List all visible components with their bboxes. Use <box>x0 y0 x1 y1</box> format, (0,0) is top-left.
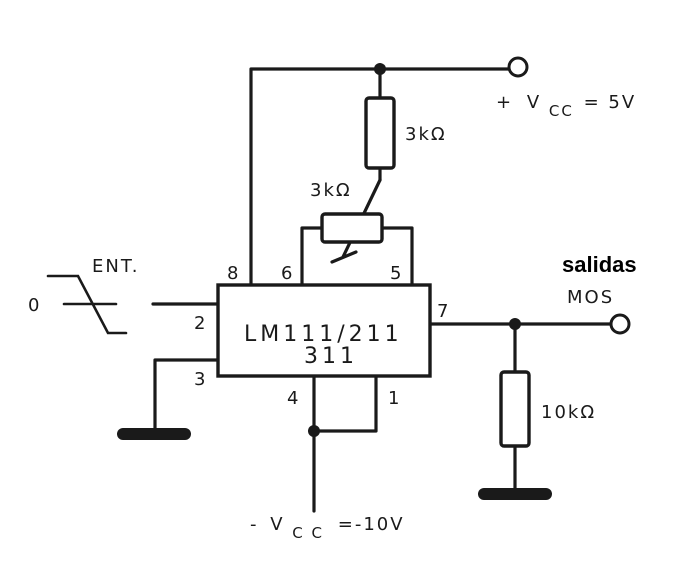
vcc-negative-sign: - <box>250 514 259 535</box>
output-heading-salidas: salidas <box>562 252 637 277</box>
junction-top <box>374 63 386 75</box>
vcc-positive-sub: CC <box>549 102 574 120</box>
input-label-ent: ENT. <box>92 256 139 277</box>
wire-pin1-loop <box>312 374 378 433</box>
pin-label-7: 7 <box>437 301 448 322</box>
potentiometer-value: 3kΩ <box>310 180 352 201</box>
terminal-output-mos <box>609 313 631 335</box>
vcc-positive-sign: + <box>496 92 513 113</box>
potentiometer-3k <box>320 212 384 244</box>
output-label-mos: MOS <box>567 287 614 308</box>
pin-label-3: 3 <box>194 369 205 390</box>
wire-pin3-ground <box>153 358 220 434</box>
junction-output <box>509 318 521 330</box>
wires <box>151 67 612 513</box>
resistor-3k-top <box>364 96 396 170</box>
input-waveform-icon <box>46 274 128 335</box>
wire-pot-pin6 <box>300 226 324 287</box>
vcc-negative-value: =-10V <box>338 514 405 535</box>
resistor-top-value: 3kΩ <box>405 124 447 145</box>
ic-lm111-body <box>216 283 432 378</box>
pin-label-6: 6 <box>281 263 292 284</box>
terminal-vcc-positive <box>507 56 529 78</box>
vcc-negative-label: - V C C =-10V <box>250 514 405 543</box>
vcc-positive-v: V <box>527 92 541 113</box>
resistor-10k-load <box>499 370 531 448</box>
vcc-negative-sub: C C <box>292 524 324 542</box>
junction-pin4-pin1 <box>308 425 320 437</box>
resistor-load-value: 10kΩ <box>541 402 596 423</box>
ic-part-number: LM111/211 <box>244 322 403 347</box>
pin-label-2: 2 <box>194 313 205 334</box>
input-zero-label: 0 <box>28 295 41 316</box>
pin-label-8: 8 <box>227 263 238 284</box>
ic-part-number-alt: 311 <box>304 344 358 369</box>
wire-pin8-to-vcc <box>249 67 511 287</box>
pin-label-1: 1 <box>388 388 399 409</box>
ground-icon-load <box>478 488 552 500</box>
vcc-positive-label: + V CC = 5V <box>496 92 636 121</box>
vcc-positive-value: = 5V <box>584 92 637 113</box>
vcc-negative-v: V <box>270 514 284 535</box>
pin-label-4: 4 <box>287 388 298 409</box>
ground-icon-pin3 <box>117 428 191 440</box>
wire-pot-pin5 <box>380 226 414 287</box>
pin-label-5: 5 <box>390 263 401 284</box>
